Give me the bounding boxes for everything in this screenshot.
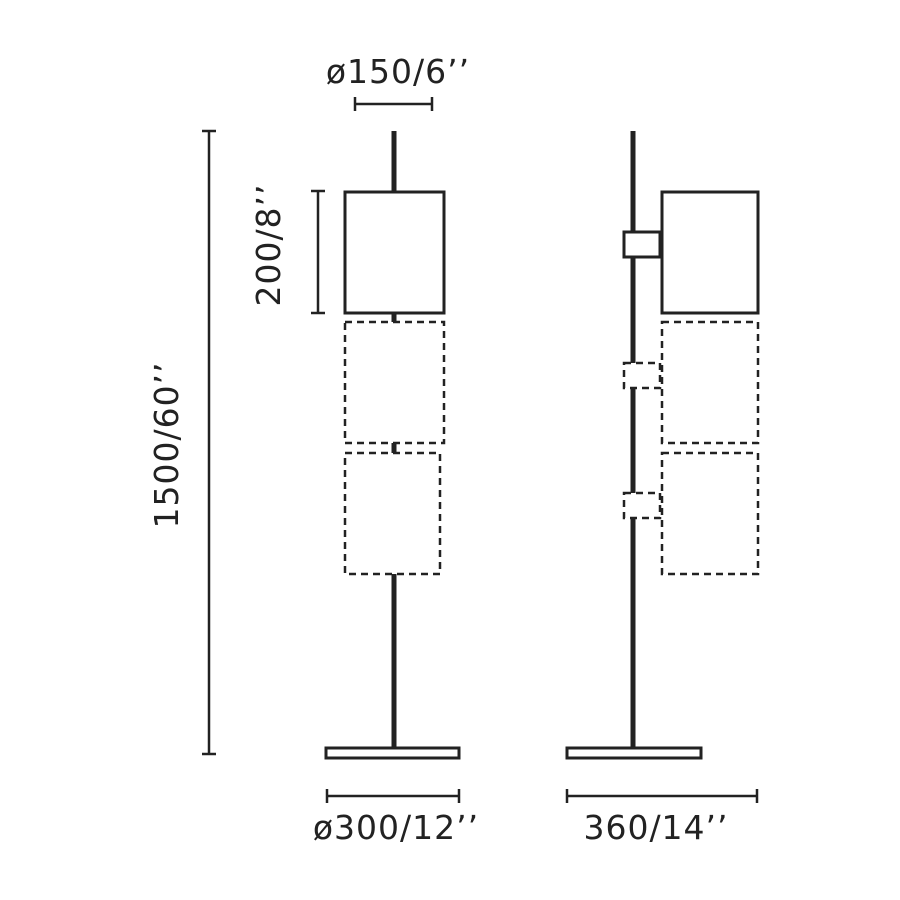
side-clamp-alt-position-2 — [622, 491, 662, 520]
side-clamp — [622, 230, 662, 259]
shade-diameter-label: ø150/6’’ — [326, 52, 470, 91]
front-base — [324, 746, 461, 760]
front-shade — [343, 190, 446, 315]
side-depth-dimension: 360/14’’ — [565, 789, 759, 847]
front-shade-alt-position-2 — [343, 451, 442, 576]
total-height-dimension: 1500/60’’ — [147, 129, 216, 756]
side-base — [565, 746, 703, 760]
side-depth-label: 360/14’’ — [583, 808, 728, 847]
front-shade-alt-position-1 — [343, 320, 446, 445]
side-shade-alt-position-2 — [660, 451, 760, 576]
shade-height-dimension: 200/8’’ — [249, 183, 325, 315]
side-view-lamp — [565, 131, 760, 760]
total-height-label: 1500/60’’ — [147, 361, 186, 528]
side-clamp-alt-position-1 — [622, 361, 662, 390]
side-shade-alt-position-1 — [660, 320, 760, 445]
front-view-lamp — [324, 131, 461, 760]
base-diameter-label: ø300/12’’ — [313, 808, 479, 847]
base-diameter-dimension: ø300/12’’ — [313, 789, 479, 847]
side-shade — [660, 190, 760, 315]
shade-diameter-dimension: ø150/6’’ — [326, 52, 470, 111]
shade-height-label: 200/8’’ — [249, 183, 288, 306]
